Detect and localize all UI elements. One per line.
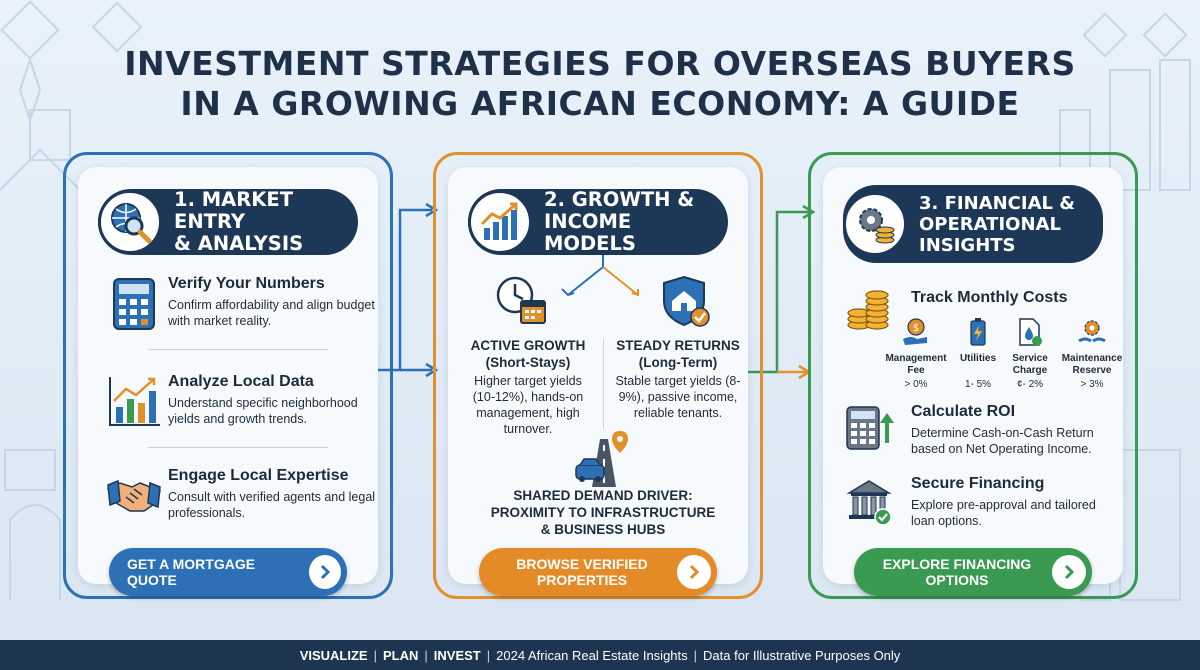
card-title: 2. GROWTH & INCOME MODELS: [544, 188, 695, 255]
roi-desc: Determine Cash-on-Cash Return based on N…: [911, 426, 1094, 456]
card-header: 2. GROWTH & INCOME MODELS: [468, 189, 728, 255]
card-title: 1. MARKET ENTRY & ANALYSIS: [174, 188, 304, 255]
footer-separator: |: [486, 647, 491, 663]
chevron-right-icon: [308, 555, 341, 589]
cost-label-service: Service Charge: [1012, 353, 1048, 376]
cta-label: GET A MORTGAGE QUOTE: [127, 556, 256, 588]
road-car-icon: [575, 431, 628, 487]
financing-desc: Explore pre-approval and tailored loan o…: [911, 498, 1096, 528]
card-header: 1. MARKET ENTRY & ANALYSIS: [98, 189, 358, 255]
steady-returns-desc: Stable target yields (8-9%), passive inc…: [615, 374, 741, 420]
card-body: 1. MARKET ENTRY & ANALYSIS Verify Your N…: [78, 167, 378, 596]
battery-icon: [970, 318, 986, 346]
page-title: INVESTMENT STRATEGIES FOR OVERSEAS BUYER…: [0, 44, 1200, 124]
globe-magnifier-icon: [98, 190, 162, 254]
footer: VISUALIZE | PLAN | INVEST | 2024 African…: [0, 640, 1200, 670]
track-costs-title: Track Monthly Costs: [911, 289, 1068, 306]
card-market-entry: 1. MARKET ENTRY & ANALYSIS Verify Your N…: [63, 152, 393, 599]
divider: [148, 349, 328, 350]
svg-text:$: $: [913, 323, 919, 334]
bank-icon: [846, 480, 892, 526]
cost-value-utilities: 1- 5%: [964, 379, 992, 390]
cost-value-service: ¢- 2%: [1016, 379, 1044, 390]
title-line-1: INVESTMENT STRATEGIES FOR OVERSEAS BUYER…: [124, 44, 1076, 83]
gears-coins-icon: [843, 192, 907, 256]
calculator-roi-icon: [846, 406, 894, 450]
item-desc: Confirm affordability and align budget w…: [168, 298, 375, 328]
cost-label-management: Management Fee: [885, 353, 947, 376]
hand-coin-icon: $: [903, 318, 927, 345]
footer-plan: PLAN: [383, 647, 419, 663]
divider: [148, 447, 328, 448]
footer-invest: INVEST: [433, 647, 481, 663]
footer-separator: |: [373, 647, 377, 663]
card-body: 2. GROWTH & INCOME MODELS ACTIVE GROWTH …: [448, 167, 748, 596]
growth-chart-icon: [468, 190, 532, 254]
footer-separator: |: [424, 647, 428, 663]
item-desc: Consult with verified agents and legal p…: [168, 490, 376, 520]
shared-demand-driver: SHARED DEMAND DRIVER: PROXIMITY TO INFRA…: [490, 488, 716, 537]
card-body: 3. FINANCIAL & OPERATIONAL INSIGHTS Trac…: [823, 167, 1123, 596]
steady-returns-title: STEADY RETURNS (Long-Term): [616, 338, 740, 370]
card-financial-operational: 3. FINANCIAL & OPERATIONAL INSIGHTS Trac…: [808, 152, 1138, 599]
gear-hands-icon: [1078, 320, 1106, 343]
get-mortgage-quote-button[interactable]: GET A MORTGAGE QUOTE: [109, 548, 347, 596]
financing-title: Secure Financing: [911, 475, 1045, 492]
house-shield-icon: [663, 275, 710, 327]
explore-financing-options-button[interactable]: EXPLORE FINANCING OPTIONS: [854, 548, 1092, 596]
footer-insights: 2024 African Real Estate Insights: [496, 647, 688, 663]
card-title: 3. FINANCIAL & OPERATIONAL INSIGHTS: [919, 192, 1075, 256]
browse-verified-properties-button[interactable]: BROWSE VERIFIED PROPERTIES: [479, 548, 717, 596]
cost-value-management: > 0%: [904, 379, 928, 390]
cost-label-utilities: Utilities: [959, 353, 997, 364]
column-divider: [603, 339, 604, 429]
roi-title: Calculate ROI: [911, 403, 1016, 420]
document-drop-icon: [1019, 318, 1042, 346]
item-title: Engage Local Expertise: [168, 467, 349, 484]
footer-disclaimer: Data for Illustrative Purposes Only: [703, 647, 901, 663]
card-header: 3. FINANCIAL & OPERATIONAL INSIGHTS: [843, 185, 1103, 263]
footer-separator: |: [693, 647, 698, 663]
bar-chart-icon: [109, 377, 160, 426]
item-title: Verify Your Numbers: [168, 275, 325, 292]
item-desc: Understand specific neighborhood yields …: [168, 396, 358, 426]
cost-label-maintenance: Maintenance Reserve: [1061, 353, 1123, 376]
flow-arrow-1: [370, 202, 439, 378]
chevron-right-icon: [677, 555, 711, 589]
clock-calendar-icon: [496, 276, 546, 324]
cta-label: EXPLORE FINANCING OPTIONS: [882, 556, 1032, 588]
handshake-icon: [106, 479, 161, 512]
active-growth-desc: Higher target yields (10-12%), hands-on …: [472, 374, 584, 436]
cost-value-maintenance: > 3%: [1080, 379, 1104, 390]
footer-visualize: VISUALIZE: [299, 647, 368, 663]
split-arrows: [561, 255, 639, 297]
coin-stack-icon: [847, 290, 889, 330]
card-growth-income: 2. GROWTH & INCOME MODELS ACTIVE GROWTH …: [433, 152, 763, 599]
chevron-right-icon: [1052, 555, 1086, 589]
calculator-icon: [113, 278, 155, 330]
active-growth-title: ACTIVE GROWTH (Short-Stays): [470, 338, 586, 370]
cta-label: BROWSE VERIFIED PROPERTIES: [516, 556, 648, 588]
item-title: Analyze Local Data: [168, 373, 314, 390]
title-line-2: IN A GROWING AFRICAN ECONOMY: A GUIDE: [180, 84, 1020, 123]
